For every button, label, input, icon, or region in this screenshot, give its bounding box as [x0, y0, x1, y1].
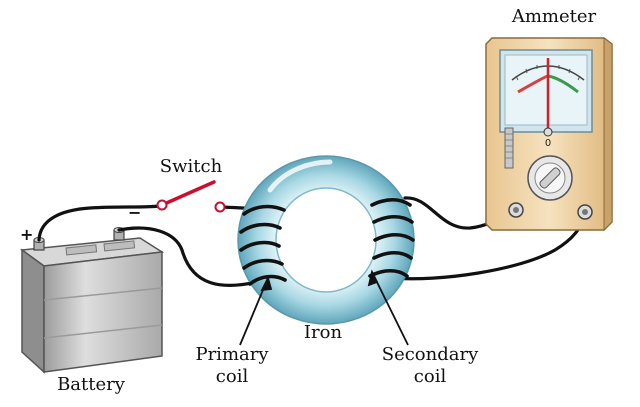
switch-arm — [160, 180, 216, 207]
label-pointers — [239, 269, 409, 346]
switch-contact — [214, 201, 226, 213]
meter-scale-green — [547, 74, 579, 94]
wire-battery-to-primary — [117, 226, 267, 287]
ammeter-terminal-right — [577, 204, 593, 220]
iron-ring — [237, 155, 415, 325]
switch-pivot — [156, 199, 168, 211]
secondary-label-line1: Secondary — [382, 344, 479, 365]
selector-knob — [527, 155, 573, 201]
ammeter-label: Ammeter — [511, 6, 597, 27]
zero-adjust-screw — [543, 127, 553, 137]
battery: + − — [19, 203, 165, 374]
iron-label: Iron — [304, 322, 343, 343]
primary-label-line1: Primary — [195, 344, 269, 365]
switch-label: Switch — [160, 156, 223, 177]
ammeter: 0 — [485, 37, 613, 232]
switch — [156, 180, 226, 213]
secondary-pointer — [371, 271, 409, 346]
primary-label-line2: coil — [216, 366, 249, 387]
primary-coil — [239, 204, 287, 286]
battery-label: Battery — [57, 374, 126, 395]
plus-sign: + — [20, 225, 33, 244]
wire-battery-to-switch — [37, 204, 162, 242]
secondary-label-line2: coil — [414, 366, 447, 387]
meter-zero-mark: 0 — [545, 138, 551, 149]
ammeter-terminal-left — [508, 202, 524, 218]
range-thumbwheel — [504, 127, 514, 169]
